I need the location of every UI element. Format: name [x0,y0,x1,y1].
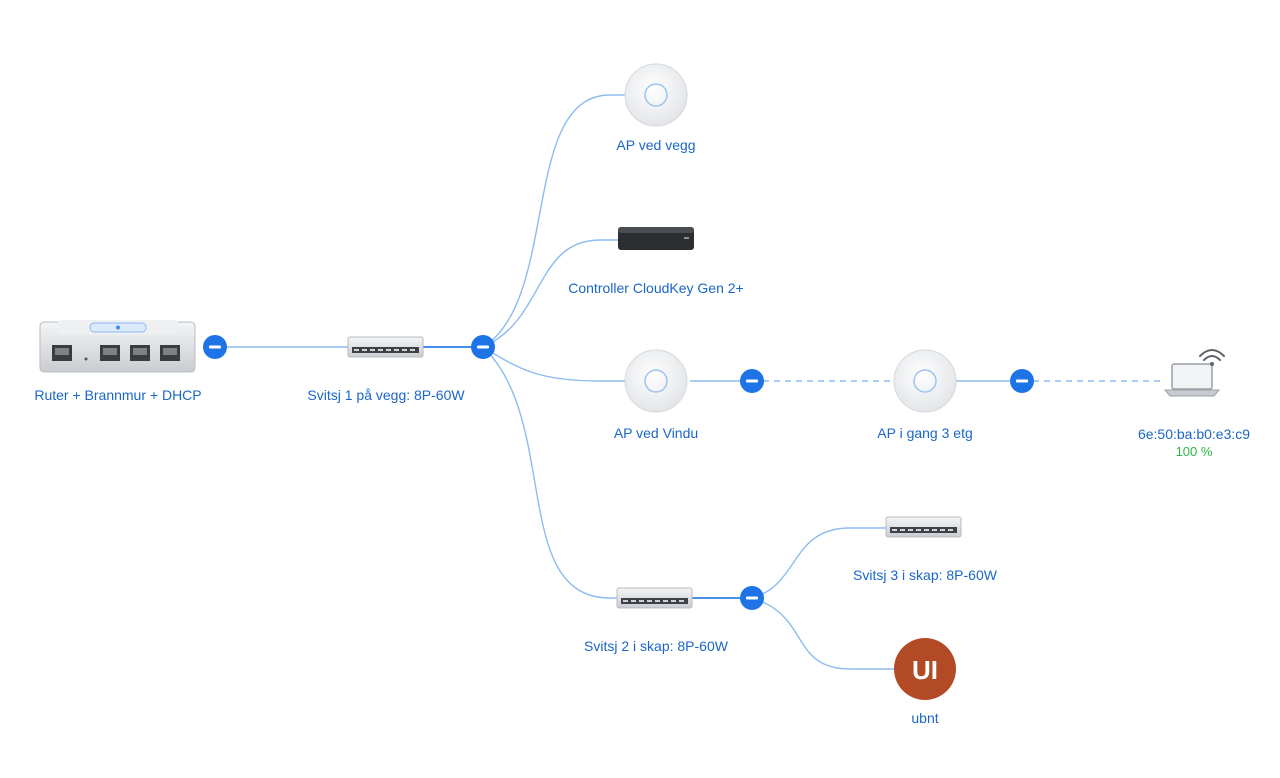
link-switch1-ap-window [482,346,655,382]
collapse-button-switch1[interactable] [471,335,495,359]
ap-window-device[interactable] [624,349,688,413]
router-device[interactable] [39,320,196,373]
switch3-device[interactable] [885,516,962,538]
ap-hall-label[interactable]: AP i gang 3 etg [877,425,973,441]
collapse-button-router[interactable] [203,335,227,359]
ubnt-device[interactable]: UI [894,638,956,700]
ap-wall-label[interactable]: AP ved vegg [616,137,696,153]
cloudkey-label[interactable]: Controller CloudKey Gen 2+ [568,280,744,296]
laptop-wifi-icon[interactable] [1163,349,1225,397]
ap-window-label[interactable]: AP ved Vindu [613,425,699,441]
switch1-device[interactable] [347,336,424,358]
switch1-label[interactable]: Svitsj 1 på vegg: 8P-60W [307,387,465,403]
link-switch2-ubnt [751,597,900,670]
collapse-button-switch2[interactable] [740,586,764,610]
collapse-button-ap-window[interactable] [740,369,764,393]
switch3-label[interactable]: Svitsj 3 i skap: 8P-60W [853,567,997,583]
ubnt-label[interactable]: ubnt [911,710,939,726]
link-switch1-ap-wall [482,94,655,348]
ap-hall-device[interactable] [893,349,957,413]
link-switch2-switch3 [751,527,900,599]
collapse-button-ap-hall[interactable] [1010,369,1034,393]
cloudkey-device[interactable] [618,227,694,250]
router-label[interactable]: Ruter + Brannmur + DHCP [34,387,202,403]
link-switch1-switch2 [482,346,655,599]
client-label[interactable]: 6e:50:ba:b0:e3:c9 [1137,426,1251,442]
link-switch1-cloudkey [482,239,655,348]
ap-wall-device[interactable] [624,63,688,127]
switch2-device[interactable] [616,587,693,609]
ubnt-badge-text: UI [912,655,938,685]
client-signal: 100 % [1175,444,1213,459]
switch2-label[interactable]: Svitsj 2 i skap: 8P-60W [584,638,728,654]
